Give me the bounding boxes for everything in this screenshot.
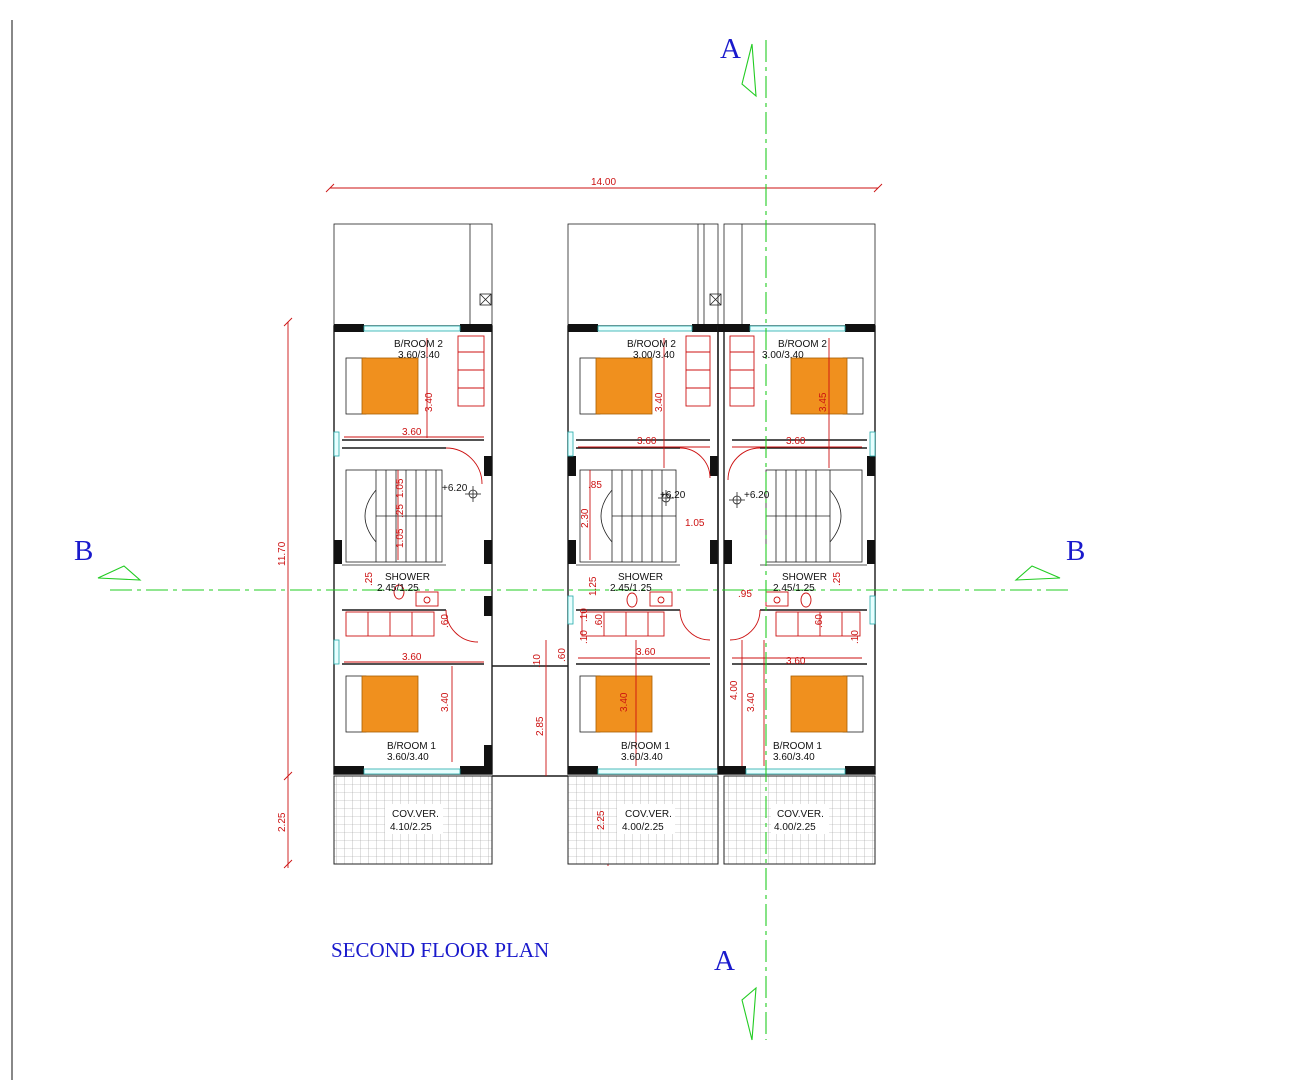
unit3-dim-pass: .60 xyxy=(814,614,825,628)
unit1-bed-2 xyxy=(361,357,419,415)
unit3-upper-terrace xyxy=(723,223,876,327)
unit3-dim-b1-depth: 3.40 xyxy=(746,692,757,712)
unit2-dim-stair-a: .85 xyxy=(588,480,602,491)
unit3-bedroom1-size: 3.60/3.40 xyxy=(773,752,815,763)
unit1-veranda-name: COV.VER. xyxy=(392,809,439,820)
unit2-dim-veranda: 2.25 xyxy=(596,810,607,830)
unit1-staircase xyxy=(345,469,443,563)
unit1-shaft-icon xyxy=(479,293,492,306)
unit2-bedroom1-name: B/ROOM 1 xyxy=(621,741,670,752)
unit1-window-bottom xyxy=(363,768,461,775)
unit1-dim-b1-depth: 3.40 xyxy=(440,692,451,712)
unit3-bed-2 xyxy=(790,357,848,415)
unit2-shower-name: SHOWER xyxy=(618,572,663,583)
unit3-dim-b1-side: 4.00 xyxy=(729,680,740,700)
unit2-staircase xyxy=(579,469,677,563)
overall-dimensions xyxy=(283,183,883,869)
unit3-staircase xyxy=(765,469,863,563)
unit1-bedroom2-name: B/ROOM 2 xyxy=(394,339,443,350)
unit2-shower-size: 2.45/1.25 xyxy=(610,583,652,594)
unit2-level: +6.20 xyxy=(660,490,686,501)
unit1-dim-stair-c: 1.05 xyxy=(395,528,406,548)
unit1-bedroom1-name: B/ROOM 1 xyxy=(387,741,436,752)
unit2-dim-b1-width: 3.60 xyxy=(636,647,656,658)
unit2-dim-x1: .10 xyxy=(579,608,590,622)
unit3-dim-x1: .95 xyxy=(738,589,752,600)
unit2-shaft-icon xyxy=(709,293,722,306)
unit2-dim-x2: .10 xyxy=(579,630,590,644)
unit2-bed-2 xyxy=(595,357,653,415)
unit3-dim-b2-width: 3.60 xyxy=(786,436,806,447)
unit1-window-top xyxy=(363,325,461,332)
corridor-dim-small: .10 xyxy=(532,654,543,668)
section-a-bottom-label: A xyxy=(714,945,735,977)
unit3-level: +6.20 xyxy=(744,490,770,501)
overall-depth-dim: 11.70 xyxy=(277,541,288,566)
unit1-bed-1 xyxy=(361,675,419,733)
unit1-dim-shower: .25 xyxy=(364,572,375,586)
unit3-dim-b1-width: 3.60 xyxy=(786,656,806,667)
unit1-dim-b2-width: 3.60 xyxy=(402,427,422,438)
unit2-veranda-size: 4.00/2.25 xyxy=(622,822,664,833)
unit3-bed-1 xyxy=(790,675,848,733)
unit1-shower-name: SHOWER xyxy=(385,572,430,583)
unit3-bedroom2-size: 3.00/3.40 xyxy=(762,350,804,361)
unit2-dim-b2-depth: 3.40 xyxy=(654,392,665,412)
unit1-dim-b1-width: 3.60 xyxy=(402,652,422,663)
unit2-dim-b2-width: 3.60 xyxy=(637,436,657,447)
unit2-veranda-name: COV.VER. xyxy=(625,809,672,820)
unit1-veranda xyxy=(333,775,493,865)
unit-3 xyxy=(717,223,876,775)
unit3-dim-shower: .25 xyxy=(832,572,843,586)
covered-depth-dim: 2.25 xyxy=(277,812,288,832)
unit2-dim-pass: .60 xyxy=(594,614,605,628)
unit2-upper-terrace xyxy=(567,223,719,327)
unit2-dim-stair-c: 1.05 xyxy=(685,518,705,529)
unit1-upper-terrace xyxy=(333,223,493,327)
unit2-bedroom2-size: 3.00/3.40 xyxy=(633,350,675,361)
unit1-dim-b2-depth: 3.40 xyxy=(424,392,435,412)
section-a-top-label: A xyxy=(720,33,741,65)
unit3-shower-name: SHOWER xyxy=(782,572,827,583)
drawing-title: SECOND FLOOR PLAN xyxy=(331,938,549,962)
unit1-dim-stair-a: 1.05 xyxy=(395,478,406,498)
unit2-bedroom1-size: 3.60/3.40 xyxy=(621,752,663,763)
unit3-shower-size: 2.45/1.25 xyxy=(773,583,815,594)
level-markers xyxy=(465,486,745,508)
unit1-dim-stair-b: .25 xyxy=(395,504,406,518)
unit3-dim-x2: .10 xyxy=(850,630,861,644)
unit3-dim-b2-depth: 3.45 xyxy=(818,392,829,412)
unit1-bedroom2-size: 3.60/3.40 xyxy=(398,350,440,361)
unit1-level: +6.20 xyxy=(442,483,468,494)
unit2-dim-shower: 1.25 xyxy=(588,576,599,596)
unit1-bedroom1-size: 3.60/3.40 xyxy=(387,752,429,763)
unit2-bedroom2-name: B/ROOM 2 xyxy=(627,339,676,350)
unit2-dim-stair-b: 2.30 xyxy=(580,508,591,528)
corridor-dim: 2.85 xyxy=(535,716,546,736)
section-b-right-label: B xyxy=(1066,535,1085,567)
unit2-dim-b1-depth: 3.40 xyxy=(619,692,630,712)
section-lines xyxy=(97,40,1072,1041)
unit2-bed-1 xyxy=(595,675,653,733)
overall-width-dim: 14.00 xyxy=(591,177,616,188)
unit3-bedroom2-name: B/ROOM 2 xyxy=(778,339,827,350)
unit3-bedroom1-name: B/ROOM 1 xyxy=(773,741,822,752)
corridor-dim-pass: .60 xyxy=(557,648,568,662)
unit-2 xyxy=(567,223,722,866)
unit1-veranda-size: 4.10/2.25 xyxy=(390,822,432,833)
unit-1 xyxy=(333,223,493,775)
unit1-dim-pass: .60 xyxy=(440,614,451,628)
unit3-veranda-size: 4.00/2.25 xyxy=(774,822,816,833)
section-b-left-label: B xyxy=(74,535,93,567)
unit1-shower-size: 2.45/1.25 xyxy=(377,583,419,594)
unit3-veranda-name: COV.VER. xyxy=(777,809,824,820)
